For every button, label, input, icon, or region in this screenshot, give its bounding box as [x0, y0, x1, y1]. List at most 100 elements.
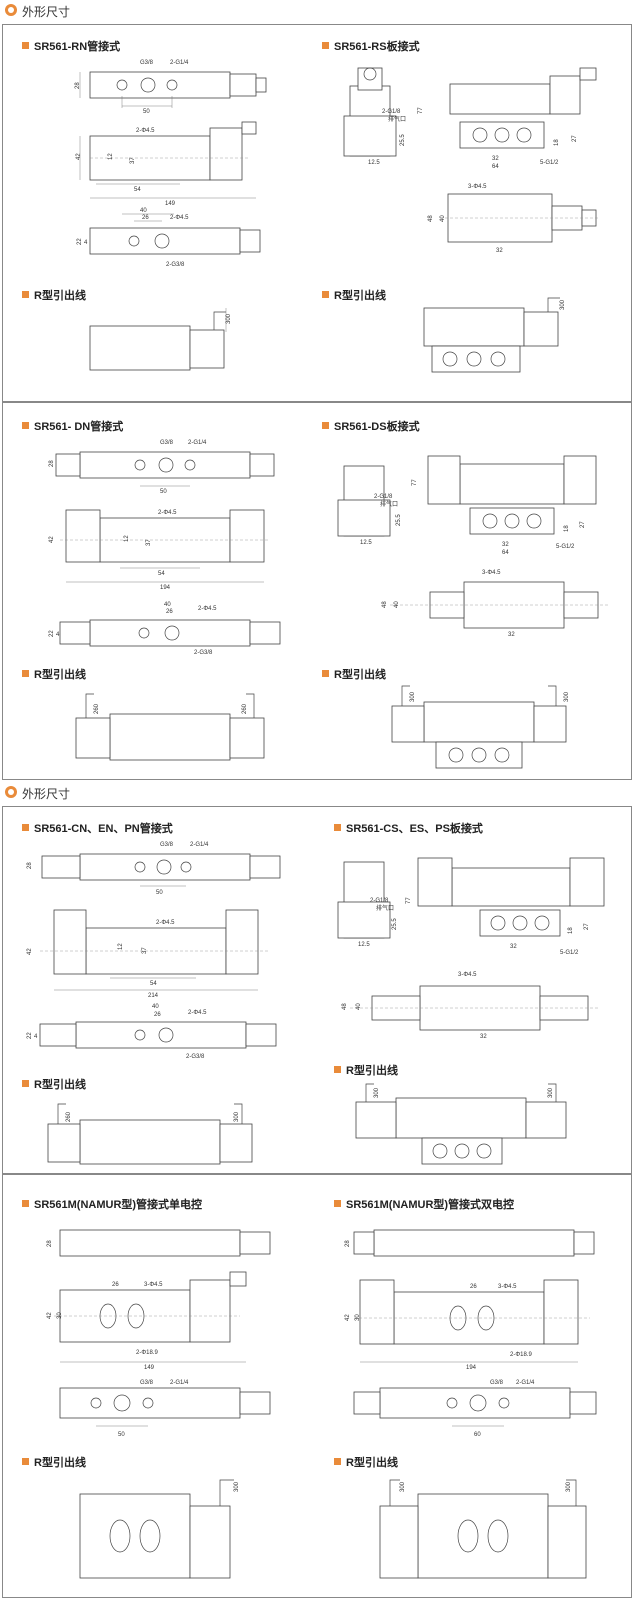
- drawing-rs: 2-G1/8 排气口 77 25.5 12.5 32 64 18 27 5-G1…: [330, 56, 620, 276]
- dim-label: 300: [234, 1111, 240, 1122]
- section-title-r-lead: R型引出线: [22, 1076, 86, 1092]
- drawing-r-lead-cs: 300 300: [346, 1080, 596, 1172]
- dim-label: 5-G1/2: [556, 544, 575, 550]
- dim-label: 25.5: [392, 918, 398, 930]
- dim-label: 42: [47, 1312, 53, 1319]
- section-title-ds: SR561-DS板接式: [322, 418, 420, 434]
- dim-label: G3/8: [490, 1380, 504, 1386]
- dim-label: 300: [234, 1481, 240, 1492]
- dim-label: 4: [56, 632, 60, 638]
- dim-label: 26: [142, 215, 149, 221]
- dim-label: 2-G3/8: [166, 262, 185, 268]
- dim-label: 27: [572, 135, 578, 142]
- drawing-cn: 28 G3/8 2-G1/4 50 42 12 37 2-Φ4.5 54 214…: [20, 838, 310, 1064]
- dim-label: 排气口: [380, 500, 398, 508]
- panel-cn-cs: [2, 806, 632, 1174]
- dim-label: 22: [77, 238, 83, 245]
- dim-label: 50: [143, 109, 150, 115]
- dim-label: 2-G1/4: [170, 60, 189, 66]
- dim-label: 300: [560, 299, 566, 310]
- dim-label: 18: [564, 525, 570, 532]
- dim-label: 25.5: [396, 514, 402, 526]
- drawing-namur-single: 28 26 3-Φ4.5 42 30 2-Φ18.9 149 G3/8 2-G1…: [40, 1216, 310, 1444]
- dim-label: 18: [568, 927, 574, 934]
- section-title-r-lead: R型引出线: [22, 666, 86, 682]
- dim-label: 12: [118, 943, 124, 950]
- dim-label: 54: [158, 571, 165, 577]
- dim-label: 12.5: [360, 540, 372, 546]
- dim-label: G3/8: [140, 60, 154, 66]
- dim-label: 28: [47, 1240, 53, 1247]
- dim-label: 194: [466, 1365, 477, 1371]
- panel-namur: [2, 1174, 632, 1598]
- dim-label: 30: [57, 1312, 63, 1319]
- dim-label: 42: [49, 536, 55, 543]
- dim-label: 32: [510, 944, 517, 950]
- drawing-r-lead-namur-double: 300 300: [370, 1472, 600, 1586]
- dim-label: 64: [492, 164, 499, 170]
- dim-label: 2-Φ4.5: [158, 510, 177, 516]
- section-title-cn: SR561-CN、EN、PN管接式: [22, 820, 173, 836]
- dim-label: 排气口: [388, 115, 406, 123]
- dim-label: 12: [124, 535, 130, 542]
- dim-label: 42: [27, 948, 33, 955]
- dim-label: 300: [566, 1481, 572, 1492]
- drawing-r-lead-dn: 260 260: [60, 684, 280, 770]
- dim-label: 2-G1/8: [370, 898, 389, 904]
- dim-label: 2-G1/4: [516, 1380, 535, 1386]
- dim-label: 149: [165, 201, 176, 207]
- dim-label: 40: [164, 602, 171, 608]
- dim-label: 28: [27, 862, 33, 869]
- dim-label: 12.5: [358, 942, 370, 948]
- dim-label: 40: [140, 208, 147, 214]
- dim-label: 48: [382, 601, 388, 608]
- dim-label: 64: [502, 550, 509, 556]
- dim-label: 50: [160, 489, 167, 495]
- dim-label: 300: [374, 1087, 380, 1098]
- dim-label: 2-Φ18.9: [510, 1352, 532, 1358]
- header-text: 外形尺寸: [22, 5, 71, 19]
- section-title-r-lead: R型引出线: [22, 1454, 86, 1470]
- dim-label: 22: [27, 1032, 33, 1039]
- dim-label: 3-Φ4.5: [458, 972, 477, 978]
- drawing-dn: 28 G3/8 2-G1/4 50 42 12 37 2-Φ4.5 54 194…: [40, 436, 310, 656]
- section-title-r-lead: R型引出线: [334, 1062, 398, 1078]
- dim-label: 2-G1/4: [188, 440, 207, 446]
- dim-label: 37: [130, 157, 136, 164]
- section-title-dn: SR561- DN管接式: [22, 418, 123, 434]
- dim-label: G3/8: [160, 842, 174, 848]
- section-title-r-lead: R型引出线: [334, 1454, 398, 1470]
- dim-label: 300: [548, 1087, 554, 1098]
- dim-label: 22: [49, 630, 55, 637]
- dim-label: 2-G3/8: [186, 1054, 205, 1060]
- dim-label: 2-Φ4.5: [188, 1010, 207, 1016]
- dim-label: 300: [226, 313, 232, 324]
- dim-label: 28: [75, 82, 81, 89]
- panel-rn-rs: [2, 24, 632, 402]
- section-title-rs: SR561-RS板接式: [322, 38, 420, 54]
- dim-label: 77: [418, 107, 424, 114]
- dim-label: 27: [580, 521, 586, 528]
- dim-label: 3-Φ4.5: [498, 1284, 517, 1290]
- dim-label: 28: [345, 1240, 351, 1247]
- dim-label: 77: [412, 479, 418, 486]
- dim-label: 12.5: [368, 160, 380, 166]
- dim-label: 26: [166, 609, 173, 615]
- dim-label: 40: [152, 1004, 159, 1010]
- dim-label: 42: [76, 153, 82, 160]
- dim-label: 260: [94, 703, 100, 714]
- dim-label: 32: [492, 156, 499, 162]
- dim-label: G3/8: [140, 1380, 154, 1386]
- dimension-icon: [5, 786, 17, 798]
- dim-label: 50: [156, 890, 163, 896]
- panel-dn-ds: [2, 402, 632, 780]
- section-header-1: 外形尺寸: [0, 0, 636, 22]
- dim-label: 194: [160, 585, 171, 591]
- dim-label: 48: [342, 1003, 348, 1010]
- dim-label: 27: [584, 923, 590, 930]
- dim-label: 28: [49, 460, 55, 467]
- dim-label: 2-Φ18.9: [136, 1350, 158, 1356]
- dim-label: 260: [66, 1111, 72, 1122]
- dim-label: 3-Φ4.5: [482, 570, 501, 576]
- dim-label: 18: [554, 139, 560, 146]
